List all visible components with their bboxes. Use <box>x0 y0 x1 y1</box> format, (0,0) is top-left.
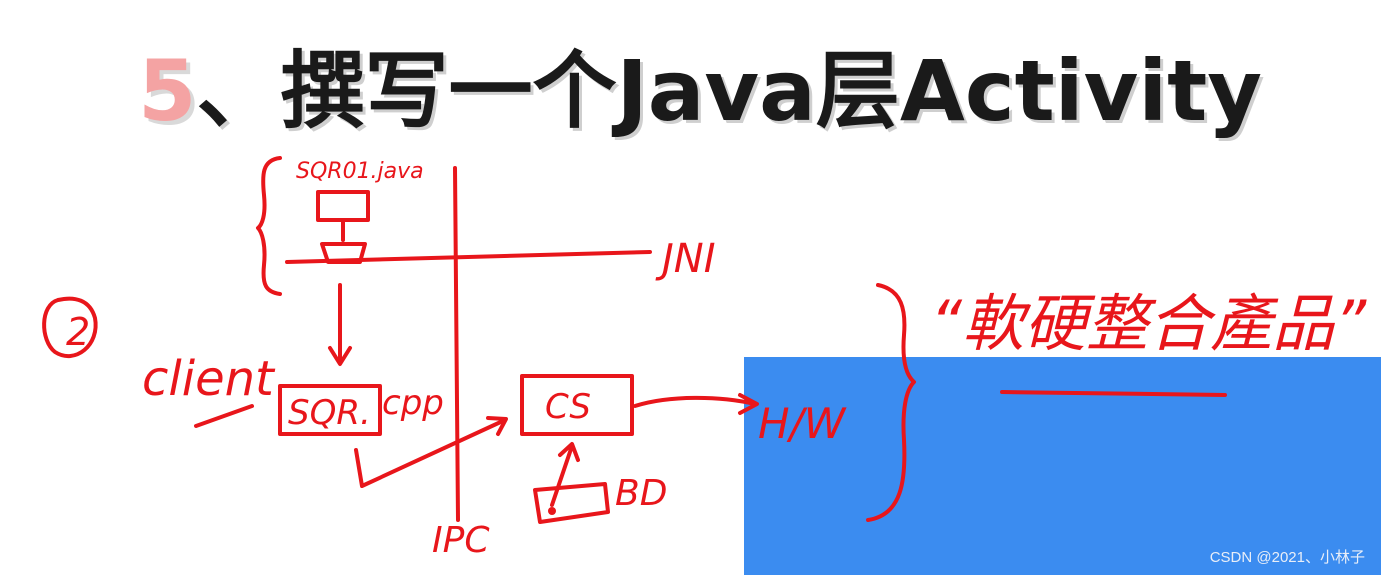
title-text: 、撰写一个Java层Activity <box>196 42 1263 140</box>
hw-arrow-head <box>738 393 759 415</box>
sqr-box-label: SQR. <box>288 393 371 433</box>
slide-title: 5、撰写一个Java层Activity <box>138 36 1298 146</box>
ipc-arrow-head <box>486 416 508 436</box>
client-label: client <box>142 351 276 407</box>
vertical-divider <box>453 166 460 522</box>
circle-mark <box>42 296 98 359</box>
java-box <box>316 190 370 222</box>
bd-link <box>550 444 574 507</box>
left-brace <box>256 156 282 296</box>
down-arrow-head <box>328 346 352 366</box>
java-box-base <box>320 242 367 264</box>
right-brace <box>866 283 916 522</box>
hw-arrow <box>633 395 757 408</box>
bd-link-head <box>558 442 580 462</box>
quote-underline <box>1000 390 1227 397</box>
sqr-box <box>278 384 382 436</box>
jni-line <box>285 250 652 264</box>
circle-letter: 2 <box>66 310 90 354</box>
bd-dot <box>548 507 556 515</box>
jni-label: JNI <box>655 236 716 282</box>
cs-label: CS <box>545 387 591 427</box>
top-label: SQR01.java <box>296 159 424 184</box>
title-number: 5 <box>138 42 197 140</box>
cs-box <box>520 374 634 436</box>
watermark: CSDN @2021、小林子 <box>1209 549 1365 566</box>
bd-label: BD <box>615 473 667 514</box>
ipc-arrow <box>354 418 507 488</box>
bd-box <box>533 482 610 524</box>
chinese-quote: “軟硬整合產品” <box>930 287 1367 360</box>
ipc-label: IPC <box>432 520 490 561</box>
hw-label: H/W <box>758 399 847 448</box>
cpp-label: cpp <box>382 383 444 423</box>
client-underline <box>194 404 254 428</box>
